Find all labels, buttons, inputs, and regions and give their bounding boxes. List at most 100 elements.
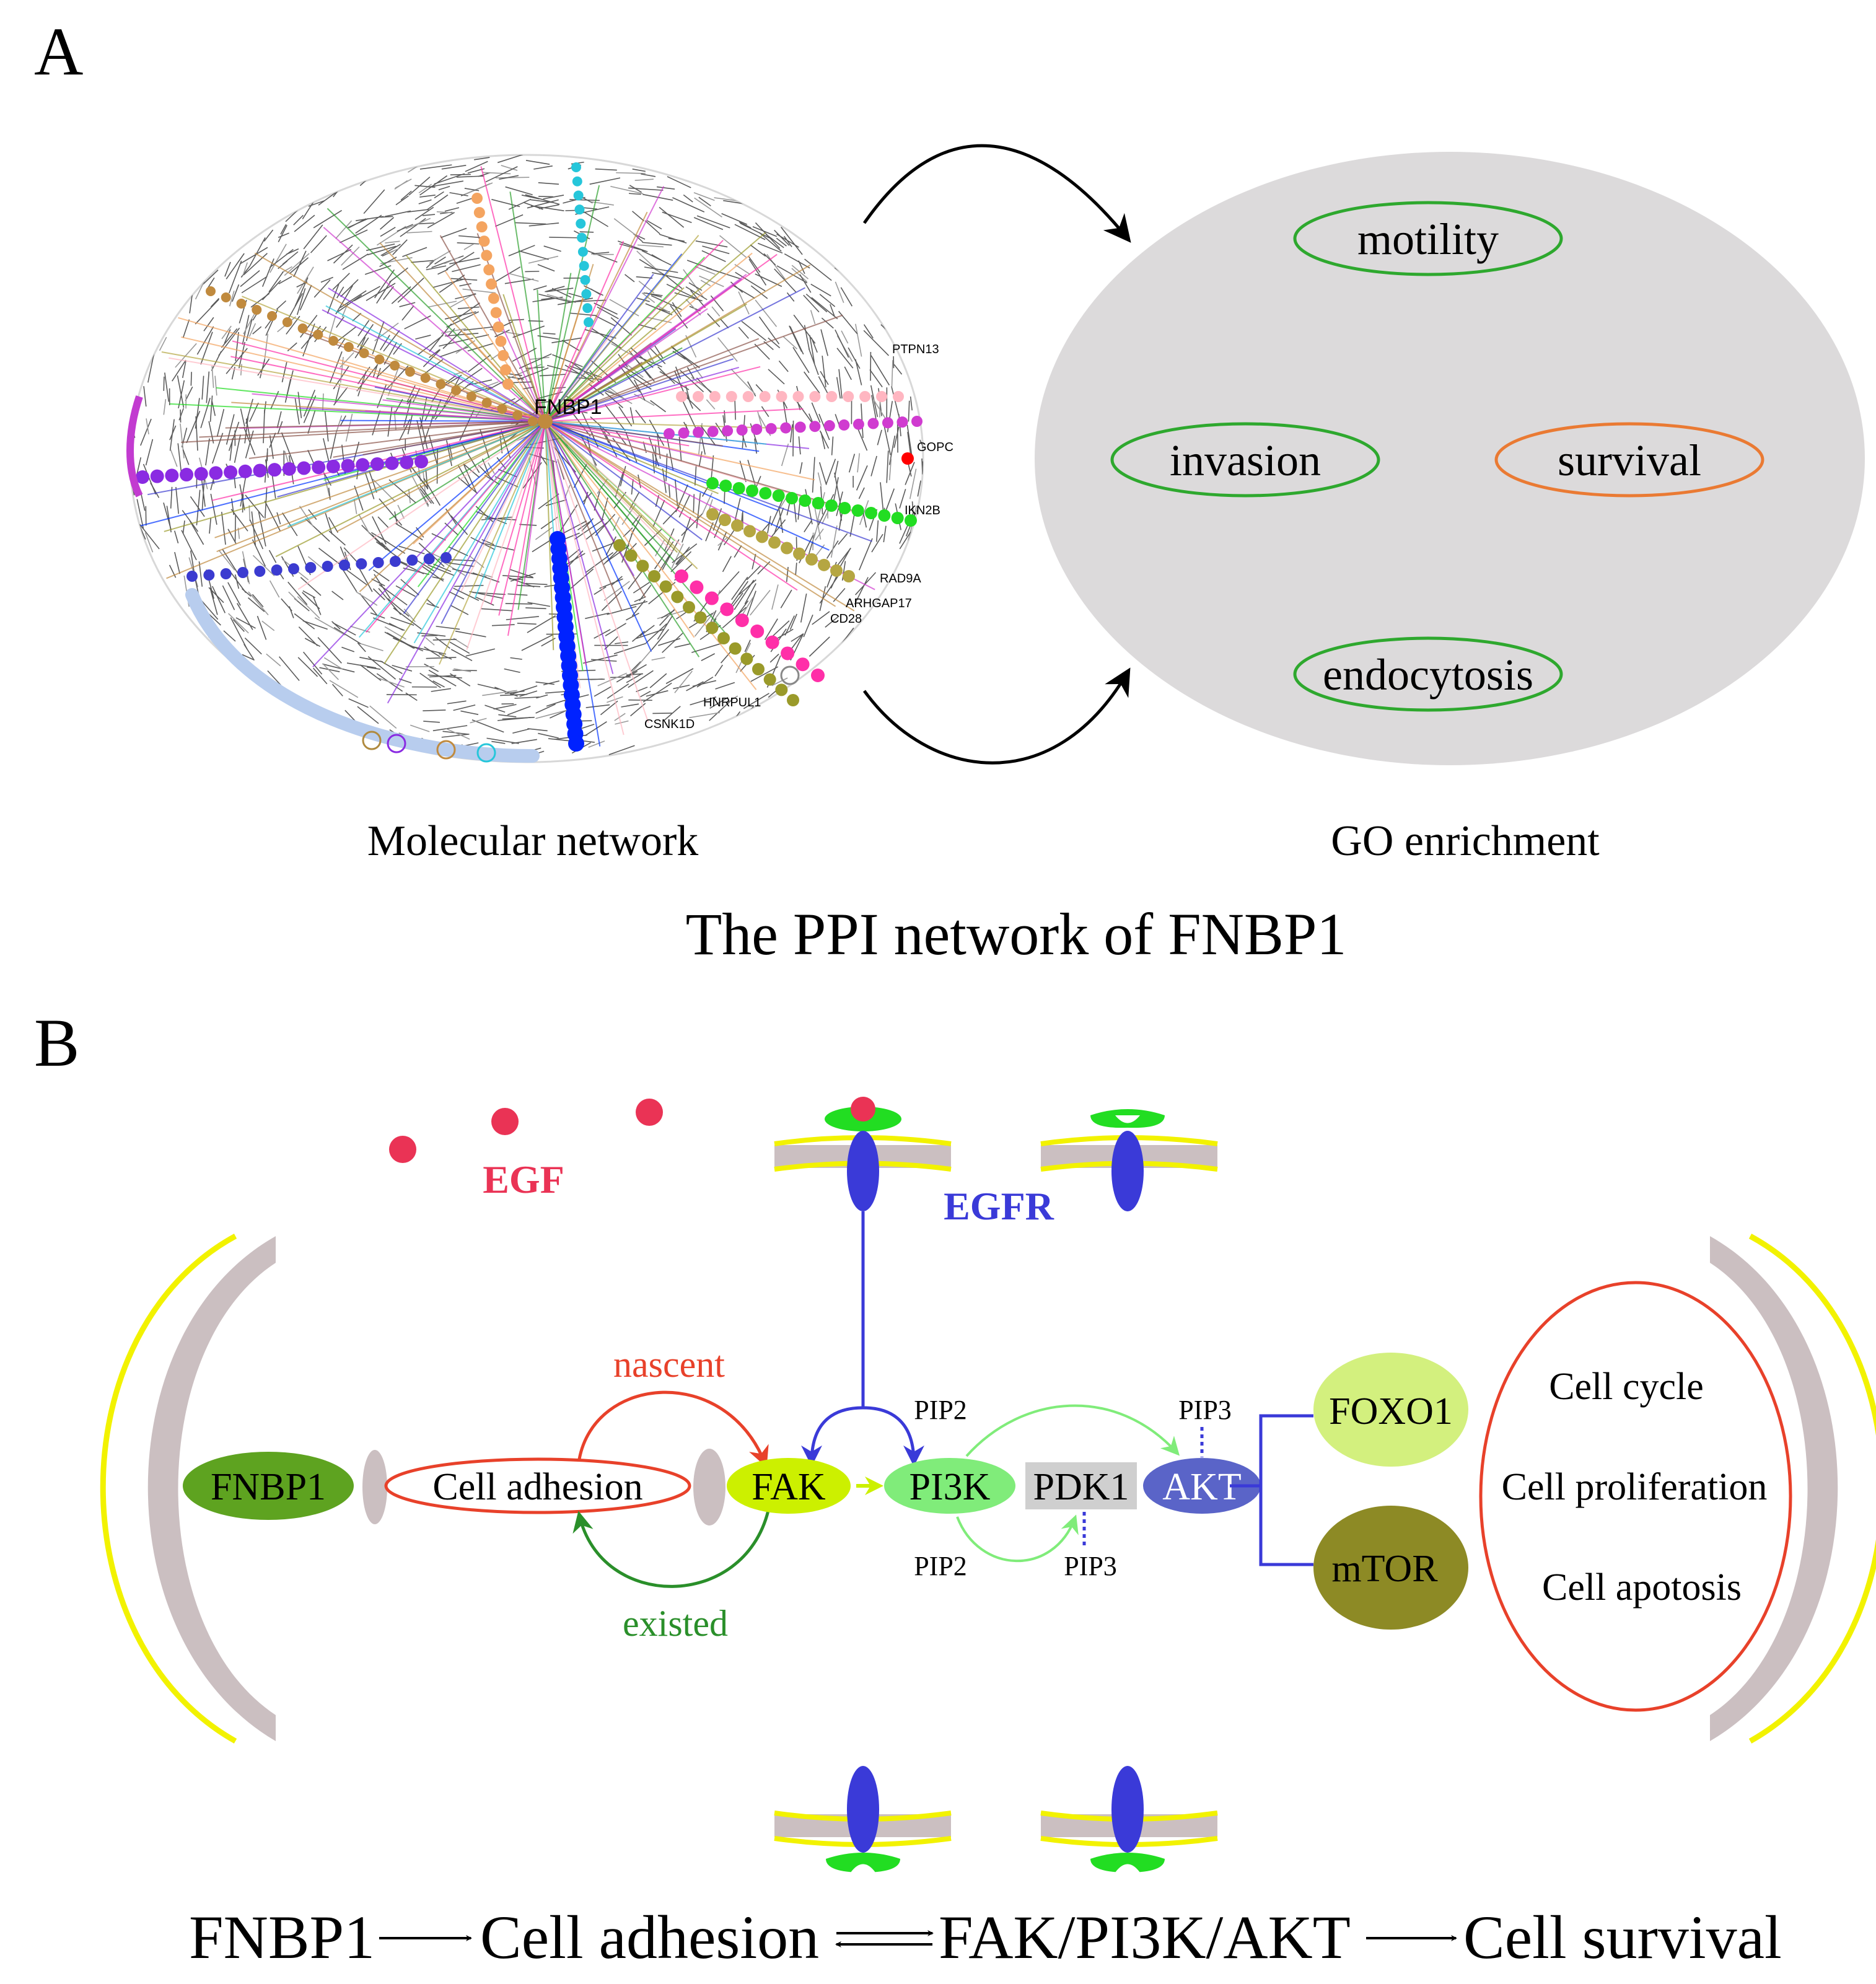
network-texture-stroke <box>784 253 810 269</box>
network-texture-stroke <box>208 421 214 444</box>
network-texture-stroke <box>767 516 771 533</box>
network-texture-stroke <box>450 649 473 662</box>
network-rim-arc <box>126 395 143 498</box>
network-texture-stroke <box>639 584 652 602</box>
network-node <box>843 391 854 402</box>
network-texture-stroke <box>563 532 580 540</box>
network-texture-stroke <box>302 590 316 599</box>
network-texture-stroke <box>462 288 496 294</box>
network-texture-stroke <box>611 343 636 358</box>
network-texture-stroke <box>307 410 316 434</box>
network-texture-stroke <box>196 489 201 525</box>
network-edge <box>545 421 855 612</box>
network-texture-stroke <box>423 721 440 723</box>
network-texture-stroke <box>552 387 566 389</box>
outcome-cell-apoptosis: Cell apotosis <box>1542 1566 1742 1609</box>
network-texture-stroke <box>140 418 152 446</box>
network-node <box>706 621 719 634</box>
network-texture-stroke <box>804 325 810 351</box>
network-texture-stroke <box>678 436 682 461</box>
network-texture-stroke <box>694 465 697 486</box>
network-texture-stroke <box>475 334 489 338</box>
network-texture-stroke <box>359 593 377 615</box>
network-texture-stroke <box>496 457 507 470</box>
network-texture-stroke <box>643 292 663 296</box>
network-texture-stroke <box>205 438 210 466</box>
network-texture-stroke <box>714 664 723 677</box>
network-node <box>224 465 238 480</box>
network-texture-stroke <box>595 168 617 171</box>
network-texture-stroke <box>263 333 269 362</box>
network-texture-stroke <box>799 274 812 293</box>
network-texture-stroke <box>910 396 913 411</box>
network-texture-stroke <box>571 299 606 302</box>
network-texture-stroke <box>210 297 220 307</box>
network-texture-stroke <box>455 293 476 300</box>
network-edge <box>545 421 723 447</box>
network-self-loop <box>362 731 382 750</box>
network-texture-stroke <box>226 253 245 279</box>
network-texture-stroke <box>804 371 820 394</box>
network-texture-stroke <box>322 663 339 680</box>
network-texture-stroke <box>419 175 448 196</box>
network-texture-stroke <box>303 390 315 417</box>
network-texture-stroke <box>294 214 315 232</box>
network-texture-stroke <box>426 265 447 271</box>
network-texture-stroke <box>333 626 361 644</box>
network-texture-stroke <box>209 395 213 422</box>
network-texture-stroke <box>871 395 877 423</box>
network-texture-stroke <box>883 525 887 543</box>
network-node-label: RAD9A <box>880 572 921 586</box>
network-node <box>812 497 825 509</box>
network-texture-stroke <box>792 420 794 457</box>
network-texture-stroke <box>173 530 179 543</box>
network-node <box>750 624 765 638</box>
network-texture-stroke <box>232 619 245 632</box>
network-texture-stroke <box>791 265 809 279</box>
network-texture-stroke <box>252 539 266 567</box>
network-texture-stroke <box>650 400 667 413</box>
network-node <box>326 459 340 473</box>
network-texture-stroke <box>652 272 684 280</box>
network-texture-stroke <box>607 683 629 699</box>
network-edge <box>490 421 546 605</box>
akt-node <box>1143 1458 1261 1514</box>
network-texture-stroke <box>366 244 395 252</box>
network-node <box>571 162 581 172</box>
network-edge <box>362 421 546 455</box>
network-texture-stroke <box>533 165 553 170</box>
network-texture-stroke <box>228 421 240 451</box>
network-texture-stroke <box>387 367 400 397</box>
network-node <box>893 391 904 402</box>
network-node <box>809 391 821 402</box>
network-texture-stroke <box>287 581 308 605</box>
network-texture-stroke <box>717 531 727 551</box>
network-texture-stroke <box>721 213 748 225</box>
network-texture-stroke <box>511 739 537 744</box>
network-node <box>370 457 384 471</box>
network-node <box>756 530 768 543</box>
network-texture-stroke <box>530 199 554 203</box>
network-edge <box>248 421 546 459</box>
network-node <box>473 207 485 219</box>
network-texture-stroke <box>728 581 749 610</box>
network-texture-stroke <box>488 462 495 474</box>
network-texture-stroke <box>445 727 470 740</box>
network-edge <box>444 271 546 422</box>
network-texture-stroke <box>840 287 853 307</box>
network-texture-stroke <box>761 406 769 417</box>
network-node <box>720 602 734 617</box>
network-texture-stroke <box>755 299 778 327</box>
network-texture-stroke <box>675 484 688 512</box>
network-texture-stroke <box>789 613 797 630</box>
network-texture-stroke <box>577 520 592 531</box>
network-texture-stroke <box>631 661 641 672</box>
network-texture-stroke <box>546 294 576 303</box>
network-edge <box>181 421 546 443</box>
network-texture-stroke <box>543 680 560 686</box>
arrow-network-to-go-bottom <box>862 667 1131 765</box>
network-texture-stroke <box>426 657 457 659</box>
network-texture-stroke <box>418 199 432 204</box>
network-texture-stroke <box>228 613 249 634</box>
membrane-bracket-left <box>147 1236 276 1741</box>
